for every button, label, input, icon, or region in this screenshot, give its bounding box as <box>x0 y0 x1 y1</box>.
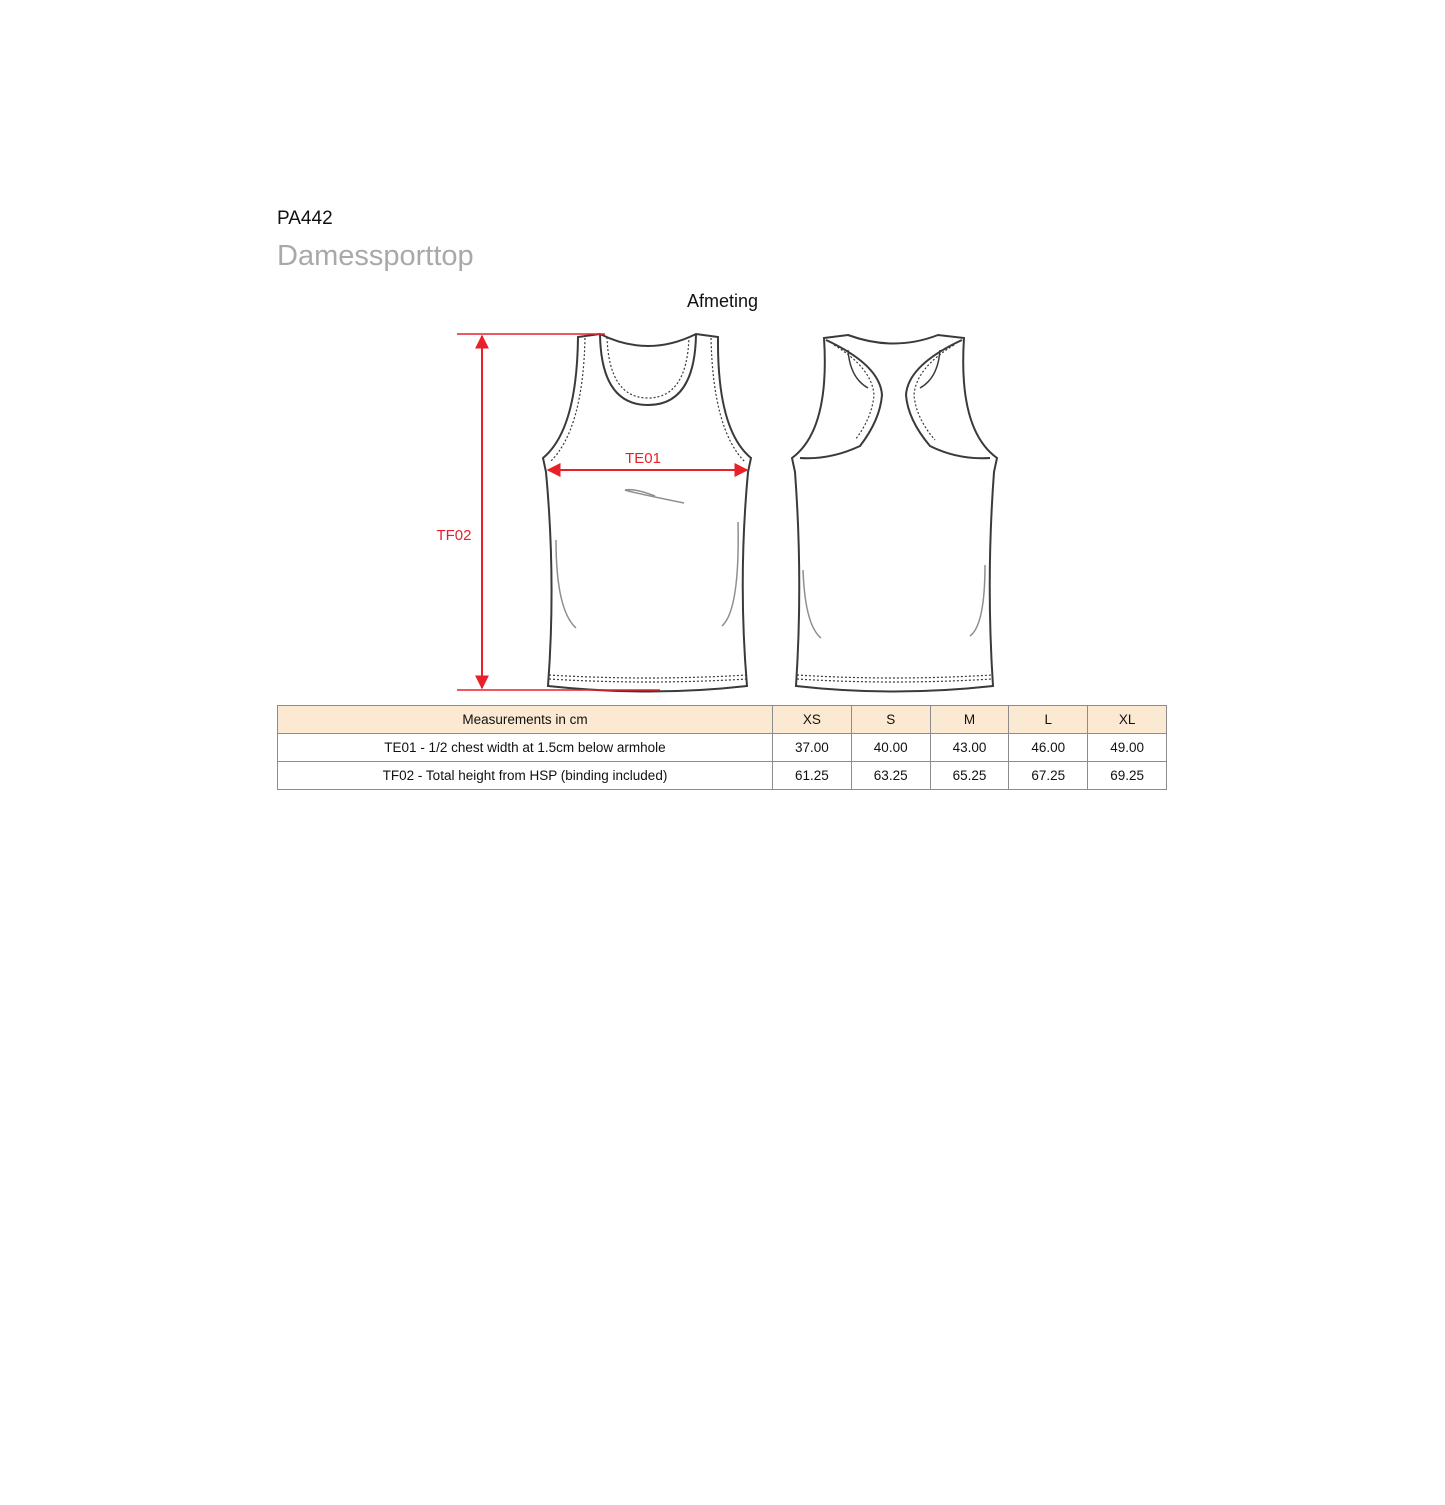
header-size: M <box>929 705 1010 734</box>
row-label: TF02 - Total height from HSP (binding in… <box>277 761 773 790</box>
row-value: 43.00 <box>929 733 1010 762</box>
measurement-diagram: TE01 TF02 <box>0 0 1445 700</box>
front-fold-lines <box>555 488 739 629</box>
height-measure-line <box>457 333 660 691</box>
row-value: 37.00 <box>772 733 852 762</box>
row-value: 65.25 <box>929 761 1010 790</box>
header-size: L <box>1008 705 1089 734</box>
row-value: 67.25 <box>1008 761 1089 790</box>
row-value: 63.25 <box>850 761 931 790</box>
row-value: 49.00 <box>1087 733 1167 762</box>
header-size: XL <box>1087 705 1167 734</box>
header-size: S <box>850 705 931 734</box>
table-header-row: Measurements in cm XS S M L XL <box>277 705 1167 734</box>
table-row: TF02 - Total height from HSP (binding in… <box>277 761 1167 790</box>
chest-measure-label: TE01 <box>625 450 661 467</box>
size-chart-table: Measurements in cm XS S M L XL TE01 - 1/… <box>277 705 1167 790</box>
header-size: XS <box>772 705 852 734</box>
row-value: 69.25 <box>1087 761 1167 790</box>
height-measure-label: TF02 <box>436 527 471 544</box>
section-title: Afmeting <box>686 291 759 311</box>
table-row: TE01 - 1/2 chest width at 1.5cm below ar… <box>277 733 1167 762</box>
row-label: TE01 - 1/2 chest width at 1.5cm below ar… <box>277 733 773 762</box>
header-measurements: Measurements in cm <box>277 705 773 734</box>
back-tank-top <box>790 333 999 693</box>
row-value: 61.25 <box>772 761 852 790</box>
product-name: Damessporttop <box>277 240 474 272</box>
row-value: 46.00 <box>1008 733 1089 762</box>
front-tank-top <box>541 332 753 693</box>
product-code: PA442 <box>277 208 333 229</box>
row-value: 40.00 <box>850 733 931 762</box>
back-fold-lines <box>802 564 986 639</box>
